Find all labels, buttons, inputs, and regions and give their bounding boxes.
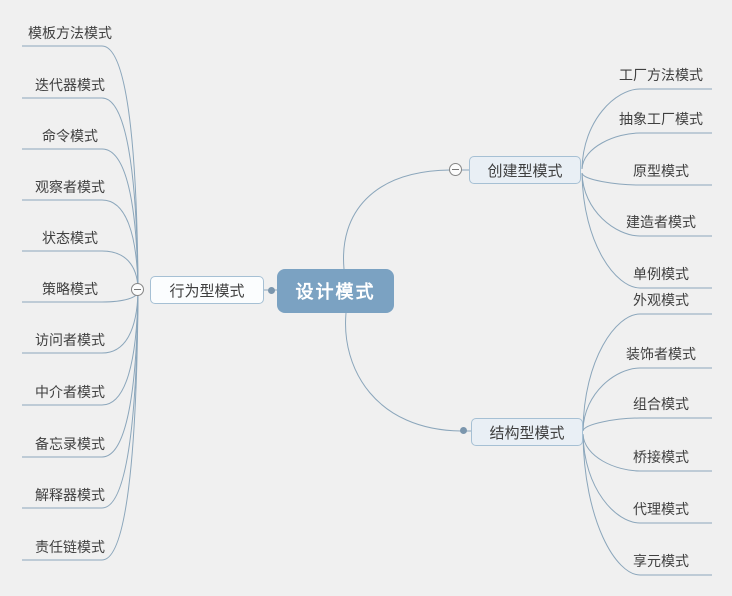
topic-chain-of-responsibility-pattern[interactable]: 责任链模式 — [35, 539, 105, 555]
connection-dot-structural — [460, 427, 467, 434]
connector-decorator — [582, 367, 712, 431]
connector-root-creational — [343, 169, 470, 270]
collapse-minus-icon-behavioral[interactable] — [131, 283, 144, 296]
connector-memento — [22, 291, 139, 458]
topic-composite-pattern[interactable]: 组合模式 — [633, 396, 689, 412]
connector-singleton — [581, 172, 712, 289]
connector-proxy — [582, 433, 712, 524]
connector-prototype — [581, 172, 712, 186]
topic-singleton-pattern[interactable]: 单例模式 — [633, 266, 689, 282]
topic-visitor-pattern[interactable]: 访问者模式 — [35, 332, 105, 348]
topic-builder-pattern[interactable]: 建造者模式 — [626, 214, 696, 230]
topic-iterator-pattern[interactable]: 迭代器模式 — [35, 77, 105, 93]
branch-topic-structural[interactable]: 结构型模式 — [471, 418, 583, 446]
topic-flyweight-pattern[interactable]: 享元模式 — [633, 553, 689, 569]
connector-factory-method — [581, 88, 712, 170]
connector-chain-of-responsibility — [22, 291, 139, 561]
connector-command — [22, 148, 139, 289]
collapse-minus-icon-creational[interactable] — [449, 163, 462, 176]
connector-observer — [22, 199, 139, 289]
topic-memento-pattern[interactable]: 备忘录模式 — [35, 436, 105, 452]
connector-bridge — [582, 433, 712, 472]
topic-state-pattern[interactable]: 状态模式 — [42, 230, 98, 246]
topic-abstract-factory-pattern[interactable]: 抽象工厂模式 — [619, 111, 703, 127]
connector-facade — [582, 313, 712, 431]
connector-builder — [581, 172, 712, 237]
topic-factory-method-pattern[interactable]: 工厂方法模式 — [619, 67, 703, 83]
connection-dot-behavioral — [268, 287, 275, 294]
connector-state — [22, 250, 139, 289]
connector-visitor — [22, 291, 139, 354]
topic-interpreter-pattern[interactable]: 解释器模式 — [35, 487, 105, 503]
topic-strategy-pattern[interactable]: 策略模式 — [42, 281, 98, 297]
connector-composite — [582, 417, 712, 432]
connector-iterator — [22, 97, 139, 289]
root-topic-design-patterns[interactable]: 设计模式 — [277, 269, 394, 313]
topic-bridge-pattern[interactable]: 桥接模式 — [633, 449, 689, 465]
topic-prototype-pattern[interactable]: 原型模式 — [633, 163, 689, 179]
connector-abstract-factory — [581, 132, 712, 170]
topic-facade-pattern[interactable]: 外观模式 — [633, 292, 689, 308]
branch-topic-creational[interactable]: 创建型模式 — [469, 156, 581, 184]
connector-root-structural — [345, 312, 472, 432]
topic-decorator-pattern[interactable]: 装饰者模式 — [626, 346, 696, 362]
branch-topic-behavioral[interactable]: 行为型模式 — [150, 276, 264, 304]
topic-mediator-pattern[interactable]: 中介者模式 — [35, 384, 105, 400]
topic-observer-pattern[interactable]: 观察者模式 — [35, 179, 105, 195]
connector-flyweight — [582, 433, 712, 576]
topic-template-method-pattern[interactable]: 模板方法模式 — [28, 25, 112, 41]
topic-command-pattern[interactable]: 命令模式 — [42, 128, 98, 144]
topic-proxy-pattern[interactable]: 代理模式 — [633, 501, 689, 517]
